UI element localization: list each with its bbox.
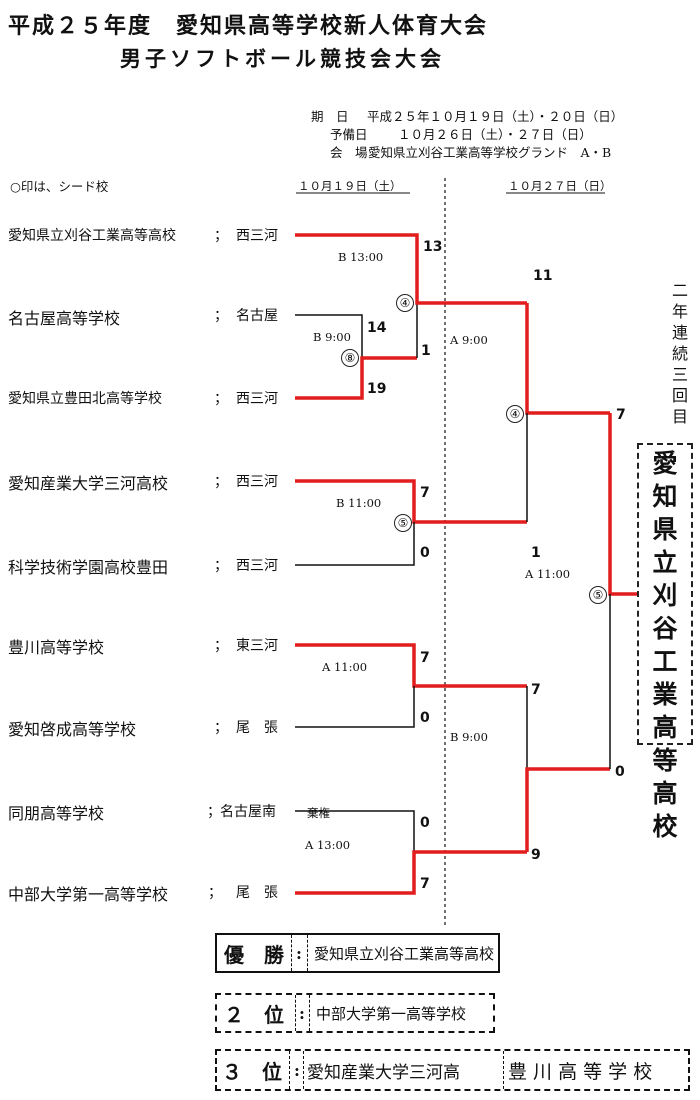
result-team: 中部大学第一高等学校 bbox=[309, 995, 466, 1031]
team-region: 名古屋南 bbox=[220, 804, 276, 820]
champion-box: 愛知県立刈谷工業高等高校 bbox=[637, 443, 693, 841]
team-sep: ； bbox=[208, 885, 222, 901]
date-label: 期 日 bbox=[311, 109, 349, 124]
reserve-value: １０月２６日（土）・２７日（日） bbox=[398, 127, 592, 142]
bracket-final-top-win bbox=[608, 413, 637, 596]
match-time: B 13:00 bbox=[338, 250, 384, 264]
team-region: 尾 張 bbox=[236, 885, 278, 901]
result-second: ２ 位 : 中部大学第一高等学校 bbox=[215, 993, 495, 1033]
team-name: 名古屋高等学校 bbox=[8, 309, 121, 328]
team-name: 中部大学第一高等学校 bbox=[8, 885, 169, 904]
result-label: ２ 位 bbox=[224, 1002, 284, 1027]
bracket-semi2-bottom-win bbox=[525, 767, 610, 852]
team-sep: ； bbox=[214, 558, 228, 574]
score: 11 bbox=[533, 268, 553, 284]
team-sep: ； bbox=[214, 228, 228, 244]
score: 7 bbox=[420, 876, 430, 892]
reserve-label: 予備日 bbox=[330, 127, 368, 142]
team-region: 名古屋 bbox=[236, 308, 278, 324]
match-time: B 9:00 bbox=[450, 730, 488, 744]
result-colon: : bbox=[296, 943, 302, 963]
match-time: B 11:00 bbox=[336, 496, 382, 510]
team-sep: ； bbox=[214, 391, 228, 407]
result-first: 優 勝 : 愛知県立刈谷工業高等高校 bbox=[215, 933, 500, 973]
bracket-m4a-top-win bbox=[295, 233, 527, 305]
seed-circle: ④ bbox=[506, 405, 524, 423]
team-name: 同朋高等学校 bbox=[8, 804, 105, 823]
seed-circle: ⑤ bbox=[589, 586, 607, 604]
team-name: 愛知県立刈谷工業高等高校 bbox=[8, 228, 176, 244]
bracket-m8-top bbox=[295, 314, 363, 358]
consecutive-note: 二年連続三回目 bbox=[671, 281, 688, 426]
seed-circle: ④ bbox=[396, 294, 414, 312]
bracket-m8-bottom-win bbox=[295, 356, 417, 400]
team-sep: ； bbox=[214, 720, 228, 736]
score: 7 bbox=[531, 682, 541, 698]
team-sep: ； bbox=[214, 308, 228, 324]
team-name: 豊川高等学校 bbox=[8, 638, 105, 657]
team-name: 科学技術学園高校豊田 bbox=[8, 558, 169, 577]
result-label: 優 勝 bbox=[217, 935, 292, 971]
match-time: A 13:00 bbox=[305, 838, 351, 852]
team-region: 西三河 bbox=[236, 474, 278, 490]
team-region: 西三河 bbox=[236, 558, 278, 574]
result-label: ３ 位 bbox=[222, 1059, 282, 1084]
forfeit-note: 棄権 bbox=[307, 806, 330, 820]
seed-note: ○印は、シード校 bbox=[10, 179, 109, 194]
result-colon: : bbox=[289, 1051, 304, 1089]
bracket-m5a-bottom bbox=[295, 522, 415, 566]
score: 7 bbox=[616, 407, 626, 423]
result-third: ３ 位 : 愛知産業大学三河高 豊 川 高 等 学 校 bbox=[215, 1049, 690, 1091]
round1-date: １０月１９日（土） bbox=[298, 179, 402, 193]
date-value: 平成２５年１０月１９日（土）・２０日（日） bbox=[367, 109, 624, 124]
score: 7 bbox=[420, 485, 430, 501]
bracket-m5a-top-win bbox=[295, 479, 527, 524]
score: 0 bbox=[420, 710, 430, 726]
score: 0 bbox=[420, 815, 430, 831]
result-team: 愛知産業大学三河高 bbox=[303, 1051, 505, 1089]
result-team: 愛知県立刈谷工業高等高校 bbox=[307, 935, 494, 971]
team-name: 愛知県立豊田北高等学校 bbox=[8, 391, 162, 407]
round2-date: １０月２７日（日） bbox=[508, 179, 612, 193]
score: 13 bbox=[423, 239, 443, 255]
seed-circle: ⑧ bbox=[341, 349, 359, 367]
match-time: A 11:00 bbox=[322, 660, 368, 674]
team-region: 東三河 bbox=[236, 638, 278, 654]
match-time: B 9:00 bbox=[313, 330, 351, 344]
bracket-a1-bottom bbox=[295, 686, 415, 728]
bracket-semi1-top-win bbox=[525, 303, 610, 415]
bracket-a2-top bbox=[295, 810, 415, 852]
team-sep: ； bbox=[214, 638, 228, 654]
score: 0 bbox=[615, 764, 625, 780]
bracket-a2-bottom-win bbox=[295, 850, 527, 895]
match-time: A 11:00 bbox=[525, 567, 571, 581]
result-colon: : bbox=[295, 995, 308, 1031]
team-sep: ； bbox=[214, 474, 228, 490]
score: 19 bbox=[367, 381, 387, 397]
score: 9 bbox=[531, 847, 541, 863]
team-name: 愛知啓成高等学校 bbox=[8, 720, 137, 739]
score: 0 bbox=[420, 545, 430, 561]
seed-circle: ⑤ bbox=[394, 514, 412, 532]
team-name: 愛知産業大学三河高校 bbox=[8, 474, 169, 493]
score: 7 bbox=[420, 650, 430, 666]
result-team: 豊 川 高 等 学 校 bbox=[503, 1051, 693, 1089]
score: 1 bbox=[421, 343, 431, 359]
score: 1 bbox=[531, 545, 541, 561]
match-time: A 9:00 bbox=[450, 333, 488, 347]
score: 14 bbox=[367, 320, 387, 336]
venue-label: 会 場 bbox=[330, 145, 368, 160]
team-region: 西三河 bbox=[236, 228, 278, 244]
venue-value: 愛知県立刈谷工業高等学校グランド A・B bbox=[368, 145, 612, 160]
team-region: 西三河 bbox=[236, 391, 278, 407]
page-subtitle: 男子ソフトボール競技会大会 bbox=[120, 46, 445, 71]
team-region: 尾 張 bbox=[236, 720, 278, 736]
bracket-a1-top-win bbox=[295, 643, 527, 688]
champion-name: 愛知県立刈谷工業高等高校 bbox=[652, 449, 678, 841]
page-title: 平成２５年度 愛知県高等学校新人体育大会 bbox=[8, 13, 489, 39]
team-sep: ； bbox=[207, 804, 221, 820]
